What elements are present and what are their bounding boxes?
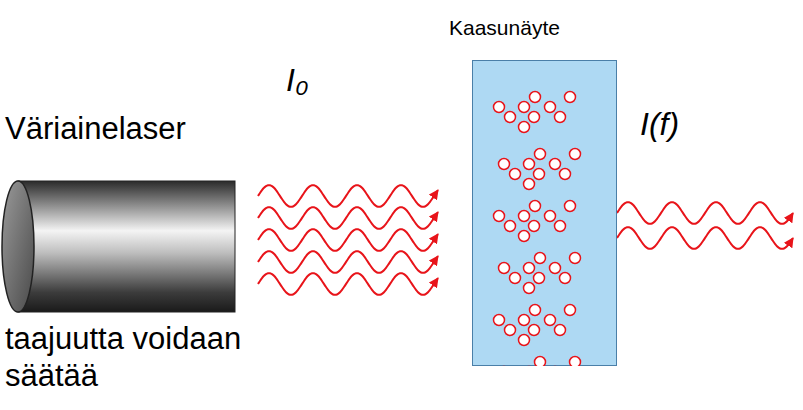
molecule: [564, 304, 575, 315]
molecule: [569, 252, 580, 263]
molecule: [498, 262, 509, 273]
molecule: [534, 356, 545, 366]
molecule: [549, 262, 560, 273]
molecule: [564, 91, 575, 102]
molecule: [554, 220, 565, 231]
molecule: [493, 101, 504, 112]
laser-note: taajuutta voidaan säätää: [5, 320, 315, 394]
laser-cylinder: [2, 181, 235, 312]
molecule: [498, 158, 509, 169]
intensity-out: I(f): [640, 106, 679, 143]
molecule: [504, 220, 515, 231]
molecule: [518, 101, 529, 112]
molecule: [544, 101, 555, 112]
molecule: [533, 272, 544, 283]
molecule: [534, 252, 545, 263]
molecule: [544, 210, 555, 221]
molecule: [528, 220, 539, 231]
sample-heading: Kaasunäyte: [449, 15, 560, 40]
gas-sample: Kaasunäyte: [472, 60, 617, 366]
molecule: [529, 91, 540, 102]
molecule: [523, 178, 534, 189]
molecule: [493, 210, 504, 221]
light-wave: [617, 202, 793, 224]
molecule: [523, 282, 534, 293]
molecule: [554, 111, 565, 122]
molecule: [493, 314, 504, 325]
molecule: [504, 324, 515, 335]
molecule: [554, 324, 565, 335]
molecule: [528, 324, 539, 335]
molecule: [534, 148, 545, 159]
molecule: [569, 148, 580, 159]
molecule: [528, 111, 539, 122]
molecule: [523, 262, 534, 273]
light-wave: [258, 185, 438, 207]
molecule: [544, 314, 555, 325]
molecule: [518, 334, 529, 345]
molecule: [529, 200, 540, 211]
molecule: [523, 158, 534, 169]
molecule: [518, 121, 529, 132]
molecule: [549, 158, 560, 169]
molecule: [559, 272, 570, 283]
molecule: [504, 111, 515, 122]
molecule: [509, 168, 520, 179]
molecule: [518, 314, 529, 325]
molecule: [564, 200, 575, 211]
laser-label: Väriainelaser: [5, 110, 186, 147]
light-wave: [258, 273, 438, 295]
light-wave: [258, 251, 438, 273]
light-wave: [617, 227, 793, 249]
molecule: [533, 168, 544, 179]
intensity-in: I₀: [286, 62, 308, 99]
molecule: [569, 356, 580, 366]
molecule: [559, 168, 570, 179]
molecule: [518, 210, 529, 221]
light-wave: [258, 229, 438, 251]
molecule: [509, 272, 520, 283]
light-wave: [258, 207, 438, 229]
molecule: [529, 304, 540, 315]
molecule: [518, 230, 529, 241]
gas-molecules: [472, 60, 617, 366]
dye-laser: Väriainelasertaajuutta voidaan säätää: [0, 180, 235, 312]
